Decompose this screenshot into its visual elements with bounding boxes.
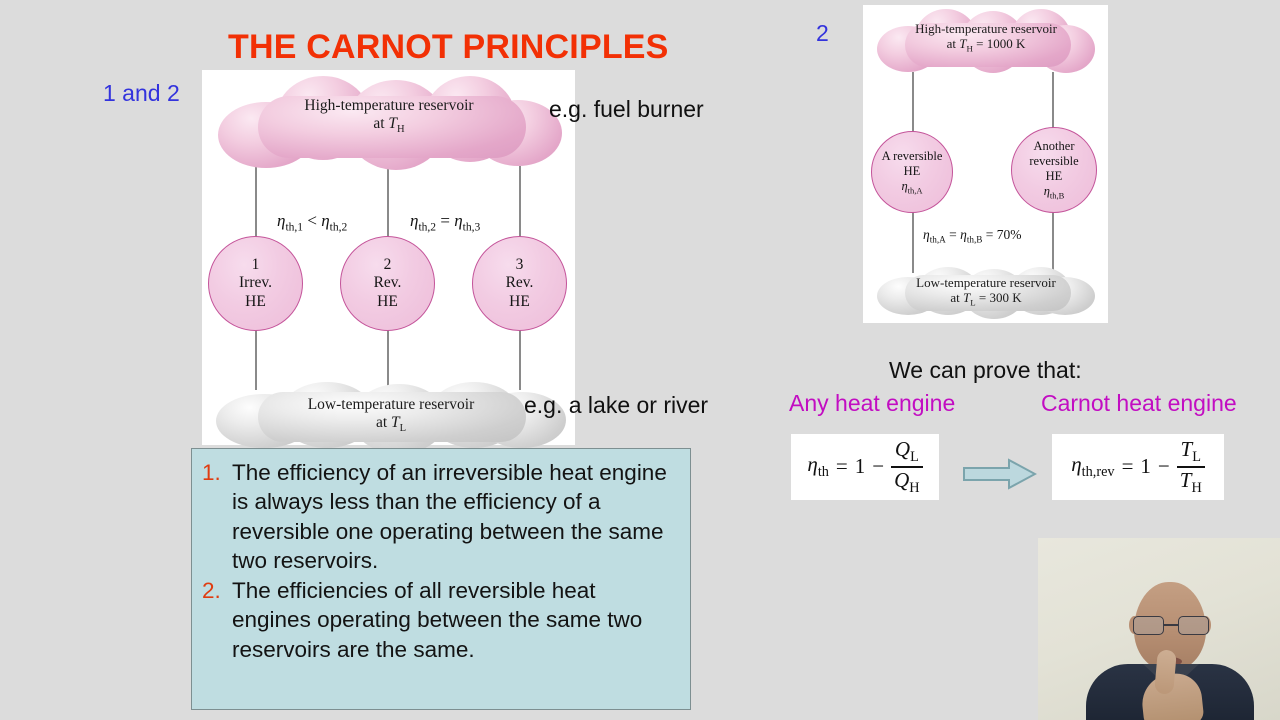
formula-any-eta: ηth (807, 452, 829, 481)
engine-a-line1: A reversible (881, 148, 943, 163)
hot-reservoir-right-line2: at TH = 1000 K (946, 36, 1026, 54)
engine-1-number: 1 (251, 255, 260, 273)
formula-any-one: 1 (854, 454, 866, 479)
implies-arrow-icon (963, 458, 1037, 490)
formula-carnot-fraction: TL TH (1176, 438, 1205, 496)
efficiency-relation-1: ηth,1 < ηth,2 (277, 211, 348, 234)
hot-reservoir-line1: High-temperature reservoir (304, 97, 474, 114)
formula-carnot-one: 1 (1140, 454, 1151, 479)
engine-3-number: 3 (515, 255, 524, 273)
engine-b-line2: reversible (1029, 154, 1079, 169)
efficiency-relation-2: ηth,2 = ηth,3 (410, 211, 481, 234)
hot-reservoir-cloud: High-temperature reservoir at TH (218, 76, 562, 172)
statement-1-number: 1. (202, 460, 221, 485)
heading-any-heat-engine: Any heat engine (789, 390, 956, 416)
formula-any-heat-engine: ηth = 1 − QL QH (791, 434, 939, 500)
hot-reservoir-cloud-right: High-temperature reservoir at TH = 1000 … (877, 9, 1095, 79)
connector-line-cold-2 (387, 304, 389, 390)
engine-b-line3: HE (1045, 169, 1063, 184)
hot-reservoir-right-line1: High-temperature reservoir (915, 21, 1057, 36)
connector-line-r-hot-b (1052, 72, 1054, 135)
cold-reservoir-line1: Low-temperature reservoir (307, 396, 475, 413)
carnot-principles-statements: 1. The efficiency of an irreversible hea… (191, 448, 691, 710)
engine-a-eta: ηth,A (901, 178, 923, 196)
statements-list: 1. The efficiency of an irreversible hea… (202, 458, 678, 664)
engine-circle-1: 1 Irrev. HE (208, 236, 303, 331)
engine-2-kind: HE (377, 292, 398, 310)
glasses-icon (1133, 616, 1209, 635)
connector-line-hot-3 (519, 166, 521, 238)
cold-reservoir-line2: at TL (375, 414, 407, 435)
engine-circle-3: 3 Rev. HE (472, 236, 567, 331)
page-title: THE CARNOT PRINCIPLES (228, 28, 669, 66)
formula-carnot-minus: − (1157, 454, 1170, 479)
statement-2-text: The efficiencies of all reversible heat … (232, 578, 643, 662)
hot-reservoir-line2: at TH (373, 115, 405, 136)
formula-any-fraction: QL QH (891, 438, 923, 496)
connector-line-cold-3 (519, 304, 521, 390)
carnot-principles-diagram: High-temperature reservoir at TH 1 Irrev… (202, 70, 575, 454)
two-reversible-engines-diagram: High-temperature reservoir at TH = 1000 … (863, 5, 1108, 323)
engine-circle-reversible-b: Another reversible HE ηth,B (1011, 127, 1097, 213)
list-item: 2. The efficiencies of all reversible he… (202, 576, 678, 664)
efficiency-relation-right: ηth,A = ηth,B = 70% (923, 227, 1022, 245)
engine-b-line1: Another (1033, 139, 1075, 154)
cold-reservoir-right-line1: Low-temperature reservoir (916, 275, 1056, 290)
engine-1-kind: HE (245, 292, 266, 310)
formula-any-equals: = (835, 454, 848, 479)
formula-any-minus: − (872, 454, 885, 479)
connector-line-hot-2 (387, 166, 389, 238)
cold-reservoir-cloud: Low-temperature reservoir at TL (216, 382, 566, 456)
connector-line-r-cold-a (912, 208, 914, 273)
proof-heading: We can prove that: (889, 357, 1082, 383)
engine-2-type: Rev. (373, 274, 402, 292)
formula-carnot-equals: = (1121, 454, 1134, 479)
annotation-note-right: 2 (816, 20, 829, 46)
engine-3-type: Rev. (505, 274, 534, 292)
formula-carnot-heat-engine: ηth,rev = 1 − TL TH (1052, 434, 1224, 500)
presenter-webcam-video[interactable] (1038, 538, 1280, 720)
connector-line-r-hot-a (912, 72, 914, 135)
engine-circle-2: 2 Rev. HE (340, 236, 435, 331)
connector-line-cold-1 (255, 304, 257, 390)
annotation-lake-river: e.g. a lake or river (524, 392, 709, 418)
heading-carnot-heat-engine: Carnot heat engine (1041, 390, 1237, 416)
connector-line-hot-1 (255, 166, 257, 238)
statement-1-text: The efficiency of an irreversible heat e… (232, 460, 667, 573)
annotation-fuel-burner: e.g. fuel burner (549, 96, 704, 122)
statement-2-number: 2. (202, 578, 221, 603)
engine-b-eta: ηth,B (1043, 184, 1065, 201)
engine-1-type: Irrev. (239, 274, 272, 292)
cold-reservoir-right-line2: at TL = 300 K (950, 290, 1022, 308)
connector-line-r-cold-b (1052, 208, 1054, 273)
engine-2-number: 2 (383, 255, 392, 273)
list-item: 1. The efficiency of an irreversible hea… (202, 458, 678, 575)
engine-a-line2: HE (903, 163, 921, 178)
engine-circle-reversible-a: A reversible HE ηth,A (871, 131, 953, 213)
cold-reservoir-cloud-right: Low-temperature reservoir at TL = 300 K (877, 267, 1095, 323)
engine-3-kind: HE (509, 292, 530, 310)
formula-carnot-eta: ηth,rev (1071, 452, 1115, 481)
annotation-note-left: 1 and 2 (103, 80, 180, 106)
